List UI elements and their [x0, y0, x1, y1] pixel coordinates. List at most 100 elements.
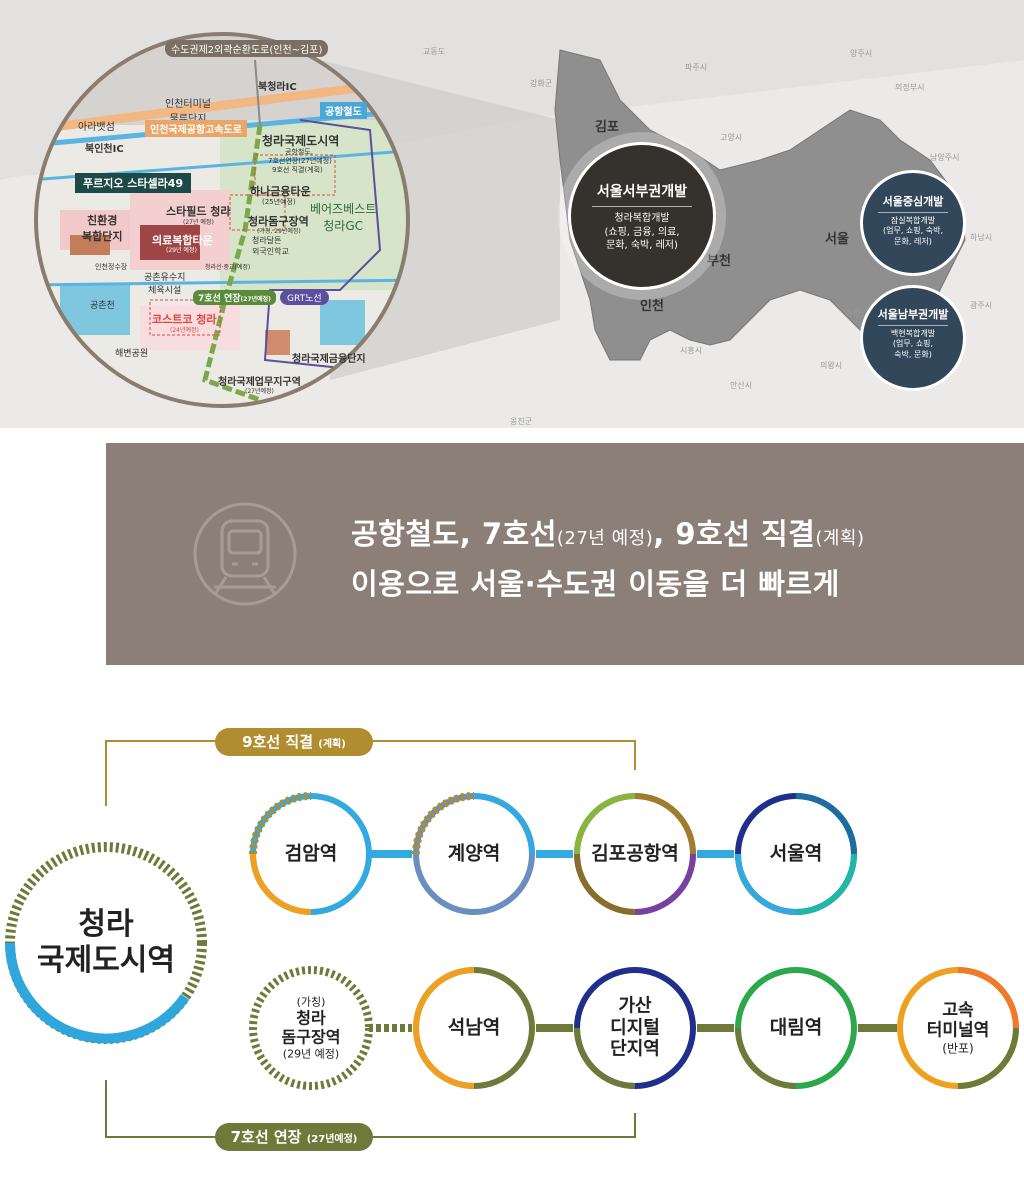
station-express-terminal-main: 고속 터미널역 — [926, 1000, 990, 1041]
map-bukincheon-ic-label: 북인천IC — [85, 144, 124, 155]
place-label: 옹진군 — [510, 417, 533, 426]
map-haebyeon-label: 해변공원 — [115, 349, 149, 359]
center-dev-title: 서울중심개발 — [882, 195, 944, 208]
place-label: 하남시 — [970, 233, 993, 242]
station-express-terminal-sub: (반포) — [942, 1041, 974, 1056]
map-starfield-label: 스타필드 청라 — [166, 205, 231, 218]
station-gyeyang-ring — [412, 792, 535, 915]
west-dev-divider — [592, 206, 692, 207]
region-incheon-label: 인천 — [640, 299, 664, 314]
map-eco-complex-label: 친환경 복합단지 — [82, 214, 123, 243]
map-cheongna-note1: 공항철도, — [285, 148, 313, 156]
map-costco-label: 코스트코 청라 — [152, 313, 217, 326]
place-label: 파주시 — [685, 63, 708, 72]
banner-line2: 이용으로 서울·수도권 이동을 더 빠르게 — [351, 567, 840, 601]
station-dongu-ring — [249, 966, 373, 1090]
west-dev-title: 서울서부권개발 — [596, 184, 688, 200]
map-road-top-label: 수도권제2외곽순환도로(인천~김포) — [165, 40, 329, 57]
station-express-terminal-label: 고속 터미널역 (반포) — [927, 1000, 990, 1055]
station-express-terminal-ring — [897, 967, 1019, 1089]
main-station-ring-blue — [5, 942, 190, 1044]
banner-line1-d: (계획) — [815, 528, 865, 549]
place-label: 양주시 — [850, 49, 873, 58]
line9-bracket — [105, 740, 636, 806]
station-daerim-ring — [735, 967, 857, 1089]
region-seoul-label: 서울 — [825, 232, 849, 247]
map-fruzio-label: 푸르지오 스타셀라49 — [75, 173, 192, 193]
station-gyeyang-label: 계양역 — [447, 842, 501, 865]
place-label: 남양주시 — [930, 153, 960, 162]
line9-pill-note: (계획) — [318, 739, 346, 750]
map-bridge-label: 청라선·중교(예정) — [205, 264, 251, 271]
place-label: 고양시 — [720, 133, 743, 142]
station-seoul-ring — [735, 793, 857, 915]
station-geomam-ring — [249, 792, 372, 915]
station-dongu-main: 청라 돔구장역 — [281, 1008, 341, 1047]
station-dongu-top: (가칭) — [296, 995, 326, 1009]
banner-line1-b: (27년 예정) — [556, 528, 654, 549]
banner-line1-c: , 9호선 직결 — [653, 517, 816, 551]
banner-line1: 공항철도, 7호선(27년 예정), 9호선 직결(계획) — [351, 511, 865, 553]
map-medical-note: (29년 예정) — [166, 247, 197, 254]
west-dev-body: 청라복합개발 (쇼핑, 금융, 의료, 문화, 숙박, 레저) — [604, 213, 680, 251]
south-dev-title: 서울남부권개발 — [877, 308, 949, 321]
banner: 공항철도, 7호선(27년 예정), 9호선 직결(계획) 이용으로 서울·수도… — [106, 443, 1024, 665]
train-icon — [192, 501, 298, 607]
station-seoknam-label: 석남역 — [447, 1016, 501, 1039]
place-label: 교동도 — [423, 47, 446, 56]
line7-pill: 7호선 연장 (27년예정) — [215, 1123, 373, 1151]
south-dev-divider — [878, 325, 948, 326]
place-label: 의왕시 — [820, 361, 843, 370]
station-seoul-label: 서울역 — [769, 842, 823, 865]
map-airport-rail-label: 공항철도 — [320, 102, 367, 119]
place-label: 강화군 — [530, 79, 553, 88]
center-dev-circle: 서울중심개발 잠실복합개발 (업무, 쇼핑, 숙박, 문화, 레저) — [860, 170, 966, 276]
map-dalton-label: 청라달튼 외국인학교 — [252, 236, 289, 256]
station-dongu-bottom: (29년 예정) — [282, 1047, 340, 1061]
map-dongu-station-label: 청라돔구장역 — [248, 215, 309, 228]
map-cheongna-note2: 7호선연장(27년예정) — [268, 157, 332, 165]
map-medical-label: 의료복합타운 — [152, 234, 213, 247]
place-label: 과천 — [845, 309, 860, 318]
map-bears-label: 베어즈베스트 청라GC — [310, 202, 377, 233]
map-section: 수도권제2외곽순환도로(인천~김포) 북청라IC 인천터미널 물류단지 아라뱃섬… — [0, 0, 1024, 428]
line7-pill-note: (27년예정) — [306, 1134, 358, 1145]
map-gongchon-facility-label: 공촌유수지 체육시설 — [144, 273, 186, 296]
station-gimpo-airport-ring — [574, 793, 696, 915]
map-terminal-label: 인천터미널 물류단지 — [165, 99, 211, 125]
station-gasan-label: 가산 디지털 단지역 — [610, 995, 660, 1060]
map-line7-text: 7호선 연장 — [198, 294, 241, 304]
region-bucheon-label: 부천 — [707, 254, 731, 269]
map-starfield-note: (27년 예정) — [183, 219, 214, 226]
train-icon-graphic — [193, 502, 297, 606]
region-gimpo-label: 김포 — [595, 120, 619, 135]
station-daerim-label: 대림역 — [769, 1016, 823, 1039]
map-finance-label: 청라국제금융단지 — [292, 354, 366, 365]
map-costco-note: (24년예정) — [170, 327, 199, 334]
station-geomam-label: 검암역 — [284, 842, 338, 865]
center-dev-body: 잠실복합개발 (업무, 쇼핑, 숙박, 문화, 레저) — [883, 216, 943, 246]
map-grt-label: GRT노선 — [280, 290, 329, 305]
station-gasan-ring — [574, 967, 696, 1089]
map-ic-north-label: 북청라IC — [258, 82, 297, 93]
south-dev-circle: 서울남부권개발 백현복합개발 (업무, 쇼핑, 숙박, 문화) — [860, 285, 966, 391]
banner-line1-a: 공항철도, 7호선 — [351, 517, 557, 551]
map-arira-label: 아라뱃섬 — [78, 122, 115, 133]
map-line7-label: 7호선 연장(27년예정) — [193, 290, 276, 305]
line7-pill-label: 7호선 연장 — [230, 1128, 302, 1146]
line9-pill: 9호선 직결 (계획) — [215, 728, 373, 756]
map-incheon-hall-label: 인천정수장 — [95, 263, 128, 271]
map-hana-town-label: 하나금융타운 — [250, 185, 311, 198]
map-cheongna-station-label: 청라국제도시역 — [262, 134, 340, 148]
map-business-note: (27년예정) — [245, 388, 274, 395]
map-hana-town-note: (25년예정) — [262, 198, 296, 206]
place-label: 의정부시 — [895, 83, 925, 92]
map-line7-note: (27년예정) — [240, 296, 271, 303]
station-seoknam-ring — [413, 967, 535, 1089]
place-label: 시흥시 — [680, 346, 703, 355]
station-dongu-label: (가칭) 청라 돔구장역 (29년 예정) — [282, 996, 341, 1061]
west-dev-circle: 서울서부권개발 청라복합개발 (쇼핑, 금융, 의료, 문화, 숙박, 레저) — [568, 142, 716, 290]
map-business-station-label: 청라국제업무지구역 — [218, 377, 301, 388]
map-dongu-note: (가칭, 29년예정) — [257, 228, 301, 235]
center-dev-divider — [878, 212, 948, 213]
